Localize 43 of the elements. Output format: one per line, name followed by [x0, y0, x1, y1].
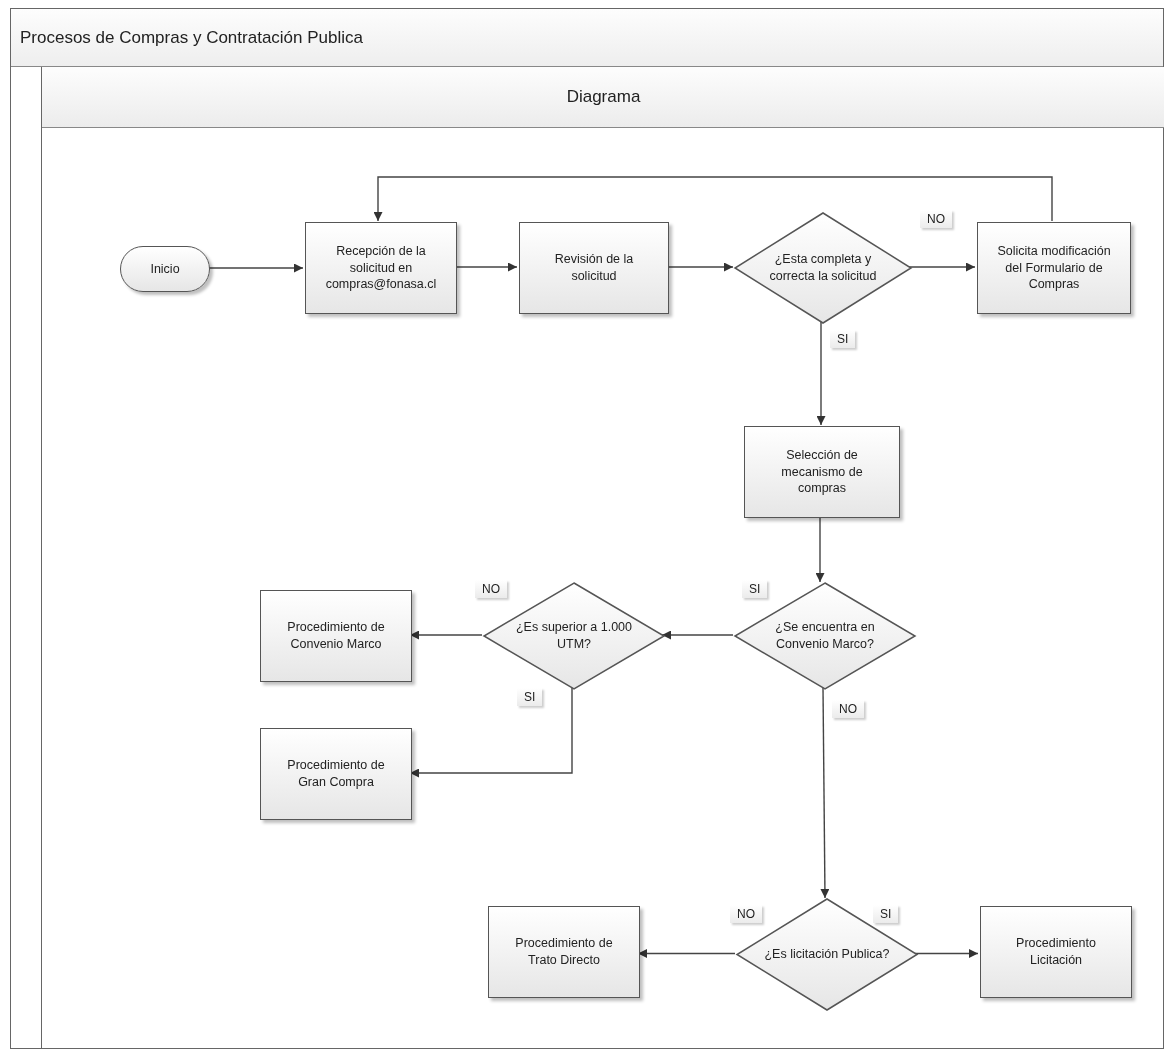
process-text: Procedimiento de Gran Compra	[286, 757, 386, 791]
edge-label: SI	[517, 688, 543, 706]
process-box	[260, 590, 412, 682]
edge-label: SI	[742, 580, 768, 598]
process-box	[260, 728, 412, 820]
decision-text: ¿Se encuentra en Convenio Marco?	[774, 619, 876, 653]
decision-diamond	[735, 213, 911, 323]
decision-diamond	[735, 583, 915, 689]
process-text: Solicita modificación del Formulario de Compras	[996, 242, 1112, 294]
process-text: Procedimiento Licitación	[1015, 935, 1097, 969]
arrow	[373, 176, 1053, 222]
arrow	[820, 687, 830, 899]
arrow	[661, 630, 734, 640]
arrow	[815, 516, 825, 583]
process-box	[977, 222, 1131, 314]
pool-title: Procesos de Compras y Contratación Publica	[20, 28, 363, 48]
process-box	[488, 906, 640, 998]
start-terminal	[120, 246, 210, 292]
process-box	[744, 426, 900, 518]
process-box	[980, 906, 1132, 998]
process-text: Procedimiento de Trato Directo	[514, 935, 614, 969]
decision-diamond	[484, 583, 664, 689]
edge-label: SI	[873, 905, 899, 923]
process-box	[519, 222, 669, 314]
edge-label: NO	[920, 210, 952, 228]
decision-text: ¿Es superior a 1.000 UTM?	[514, 619, 633, 653]
pool	[10, 8, 1164, 1049]
process-text: Revisión de la solicitud	[553, 251, 635, 285]
arrow	[816, 321, 826, 426]
terminal-text: Inicio	[149, 260, 181, 278]
edge-label: SI	[830, 330, 856, 348]
lane-title: Diagrama	[565, 87, 642, 107]
decision-diamond	[737, 899, 917, 1010]
edge-label: NO	[730, 905, 762, 923]
edge-label: NO	[475, 580, 507, 598]
process-text: Selección de mecanismo de compras	[780, 446, 864, 498]
process-text: Procedimiento de Convenio Marco	[286, 619, 386, 653]
edge-label: NO	[832, 700, 864, 718]
arrow	[908, 262, 976, 272]
decision-text: ¿Es licitación Publica?	[763, 946, 891, 963]
decision-text: ¿Esta completa y correcta la solicitud	[768, 251, 878, 285]
process-text: Recepción de la solicitud en compras@fonasa.cl	[324, 242, 438, 294]
process-box	[305, 222, 457, 314]
